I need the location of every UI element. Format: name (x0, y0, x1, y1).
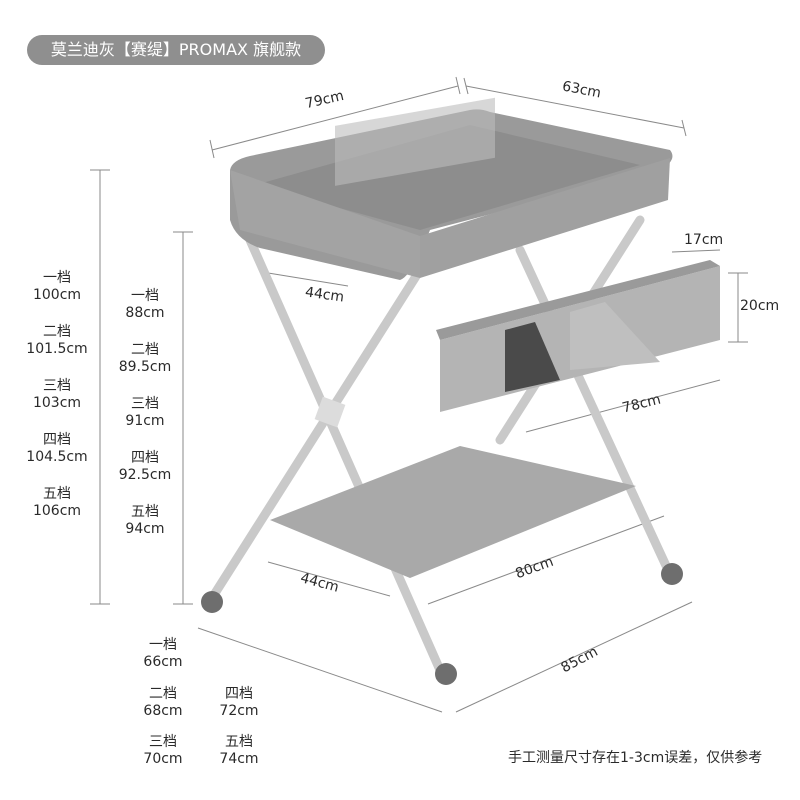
level-value: 100cm (32, 287, 82, 303)
level-value: 94cm (125, 521, 165, 537)
hinge-joint (314, 396, 346, 428)
level-value: 66cm (143, 654, 183, 670)
level-label: 四档 (225, 686, 253, 702)
dim-basket-height: 20cm (740, 298, 780, 314)
level-label: 一档 (149, 637, 177, 653)
level-value: 104.5cm (26, 449, 88, 465)
level-value: 91cm (125, 413, 165, 429)
product-title-badge: 莫兰迪灰【赛缇】PROMAX 旗舰款 (27, 35, 325, 65)
level-label: 二档 (43, 324, 71, 340)
wheels (201, 563, 683, 685)
level-label: 四档 (43, 432, 71, 448)
level-label: 一档 (43, 270, 71, 286)
level-value: 74cm (219, 751, 259, 767)
x-frame-legs (207, 215, 673, 675)
level-label: 五档 (43, 486, 71, 502)
level-label: 五档 (131, 504, 159, 520)
lower-shelf (270, 446, 636, 578)
storage-basket (436, 260, 720, 412)
level-value: 103cm (32, 395, 82, 411)
level-label: 三档 (131, 396, 159, 412)
dim-basket-depth: 17cm (684, 232, 724, 248)
level-label: 四档 (131, 450, 159, 466)
level-value: 68cm (143, 703, 183, 719)
level-label: 三档 (43, 378, 71, 394)
measurement-note: 手工测量尺寸存在1-3cm误差，仅供参考 (508, 750, 763, 766)
level-value: 72cm (219, 703, 259, 719)
level-label: 二档 (131, 342, 159, 358)
level-value: 89.5cm (118, 359, 172, 375)
level-value: 101.5cm (26, 341, 88, 357)
dimension-lines (90, 76, 748, 713)
level-value: 88cm (125, 305, 165, 321)
level-label: 三档 (149, 734, 177, 750)
level-label: 二档 (149, 686, 177, 702)
level-value: 106cm (32, 503, 82, 519)
level-value: 70cm (143, 751, 183, 767)
level-label: 五档 (225, 734, 253, 750)
level-label: 一档 (131, 288, 159, 304)
level-value: 92.5cm (118, 467, 172, 483)
